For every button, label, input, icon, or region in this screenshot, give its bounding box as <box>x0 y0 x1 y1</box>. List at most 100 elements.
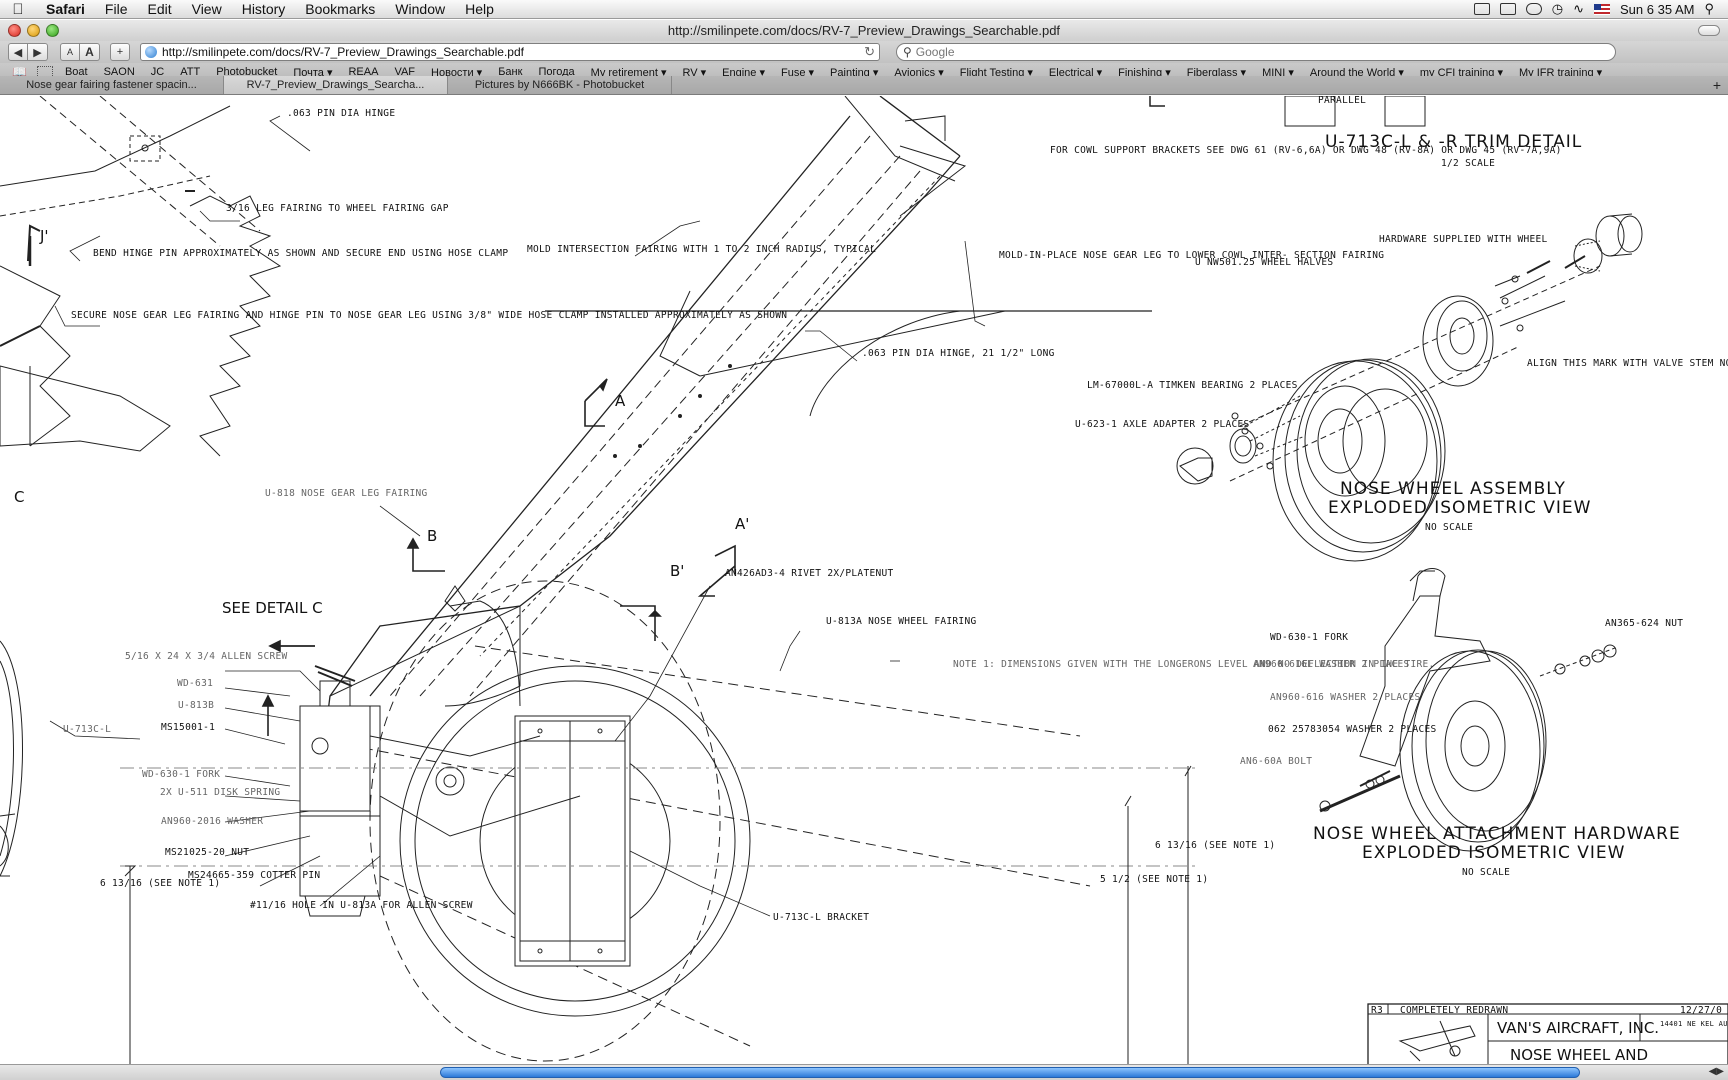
new-tab-button[interactable]: + <box>1712 77 1722 93</box>
bookmark-fuse[interactable]: Fuse ▾ <box>781 66 815 79</box>
section-a-prime: A' <box>735 515 749 533</box>
bookmark-jc[interactable]: JC <box>150 66 165 78</box>
label-note-1: NOTE 1: DIMENSIONS GIVEN WITH THE LONGER… <box>953 659 1435 670</box>
apple-menu-icon[interactable]:  <box>0 1 36 18</box>
font-smaller-button[interactable]: A <box>60 43 80 61</box>
attach-title-line-2: EXPLODED ISOMETRIC VIEW <box>1362 843 1625 863</box>
bookmark-pochta[interactable]: Почта ▾ <box>293 66 333 79</box>
bookmark-saon[interactable]: SAON <box>103 66 135 78</box>
menu-file[interactable]: File <box>104 1 128 17</box>
menu-view[interactable]: View <box>191 1 222 17</box>
display-icon[interactable] <box>1499 3 1516 15</box>
bookmark-finishing[interactable]: Finishing ▾ <box>1118 66 1171 79</box>
address-text: http://smilinpete.com/docs/RV-7_Preview_… <box>162 45 524 59</box>
bookmark-rv[interactable]: RV ▾ <box>682 66 707 79</box>
title-block <box>1367 1003 1728 1064</box>
tab-nose-gear-fairing[interactable]: Nose gear fairing fastener spacin... <box>0 76 224 94</box>
label-pin-hinge: .063 PIN DIA HINGE <box>287 108 395 119</box>
bookmark-novosti[interactable]: Новости ▾ <box>431 66 483 79</box>
mail-icon[interactable] <box>1473 3 1490 15</box>
bookmark-electrical[interactable]: Electrical ▾ <box>1048 66 1103 79</box>
menu-app-safari[interactable]: Safari <box>46 1 85 17</box>
label-parallel: PARALLEL <box>1318 96 1366 106</box>
minimize-window-button[interactable] <box>27 24 40 37</box>
menu-help[interactable]: Help <box>465 1 494 17</box>
bookmark-engine[interactable]: Engine ▾ <box>722 66 765 79</box>
horizontal-scrollbar[interactable]: ◀▶ <box>0 1064 1728 1080</box>
label-dim-left: 6 13/16 (SEE NOTE 1) <box>100 878 220 889</box>
toolbar-toggle-button[interactable] <box>1698 25 1720 36</box>
wifi-icon[interactable]: ∿ <box>1573 1 1585 16</box>
label-hole: #11/16 HOLE IN U-813A FOR ALLEN SCREW <box>250 900 473 911</box>
label-washer-062: 062 25783054 WASHER 2 PLACES <box>1268 724 1437 735</box>
back-button[interactable]: ◀ <box>8 43 28 61</box>
bookmark-mini[interactable]: MINI ▾ <box>1262 66 1294 79</box>
bookmark-bank[interactable]: Банк <box>498 66 523 78</box>
title-block-sheet-title: NOSE WHEEL AND <box>1510 1046 1648 1064</box>
label-leg-gap: 3/16 LEG FAIRING TO WHEEL FAIRING GAP <box>226 203 449 214</box>
bookmark-fiberglass[interactable]: Fiberglass ▾ <box>1186 66 1247 79</box>
upper-left-fairing-linework <box>0 96 282 457</box>
menu-history[interactable]: History <box>241 1 286 17</box>
section-markers <box>261 378 736 736</box>
menu-bookmarks[interactable]: Bookmarks <box>305 1 376 17</box>
font-larger-button[interactable]: A <box>80 43 100 61</box>
tab-photobucket[interactable]: Pictures by N666BK - Photobucket <box>448 76 672 94</box>
bookmark-ifr-training[interactable]: My IFR training ▾ <box>1519 66 1603 79</box>
title-block-address: 14401 NE KEL AURORA, OR 97002 USA <box>1660 1020 1728 1028</box>
input-flag-icon[interactable] <box>1594 3 1611 15</box>
search-field[interactable]: ⚲ Google <box>896 43 1616 61</box>
bookmark-boat[interactable]: Boat <box>64 66 88 78</box>
label-bracket: U-713C-L BRACKET <box>773 912 869 923</box>
time-machine-icon[interactable]: ◷ <box>1551 1 1564 16</box>
label-trim-title: U-713C-L & -R TRIM DETAIL <box>1325 132 1582 152</box>
reading-list-icon[interactable]: 📖 <box>12 65 27 79</box>
bookmark-flight-testing[interactable]: Flight Testing ▾ <box>959 66 1033 79</box>
bookmark-avionics[interactable]: Avionics ▾ <box>894 66 944 79</box>
label-washer-616l: AN960-616L WASHER 2 PLACES <box>1253 659 1410 670</box>
forward-button[interactable]: ▶ <box>28 43 48 61</box>
label-dim-right: 6 13/16 (SEE NOTE 1) <box>1155 840 1275 851</box>
search-placeholder: Google <box>915 45 955 59</box>
label-bolt: AN6-60A BOLT <box>1240 756 1312 767</box>
bookmark-my-retirement[interactable]: My retirement ▾ <box>590 66 667 79</box>
attach-title-line-1: NOSE WHEEL ATTACHMENT HARDWARE <box>1313 824 1681 844</box>
label-mold-intersection: MOLD INTERSECTION FAIRING WITH 1 TO 2 IN… <box>527 244 876 255</box>
tab-rv7-drawings[interactable]: RV-7_Preview_Drawings_Searcha... <box>224 76 448 94</box>
spotlight-icon[interactable]: ⚲ <box>1704 1 1714 16</box>
label-dim-mid: 5 1/2 (SEE NOTE 1) <box>1100 874 1208 885</box>
bookmark-photobucket[interactable]: Photobucket <box>216 66 278 78</box>
section-b-prime: B' <box>670 562 684 580</box>
bookmark-pogoda[interactable]: Погода <box>538 66 575 78</box>
pdf-viewer[interactable]: .063 PIN DIA HINGE 3/16 LEG FAIRING TO W… <box>0 96 1728 1064</box>
clock[interactable]: Sun 6 35 AM <box>1620 1 1695 17</box>
menu-window[interactable]: Window <box>395 1 446 17</box>
label-u713cl-left: U-713C-L <box>63 724 111 735</box>
scroll-arrows-icon[interactable]: ◀▶ <box>1708 1066 1724 1077</box>
tab-label: RV-7_Preview_Drawings_Searcha... <box>246 79 425 91</box>
drawing-callouts: .063 PIN DIA HINGE 3/16 LEG FAIRING TO W… <box>14 96 1728 1064</box>
label-wd630-fork: WD-630-1 FORK <box>142 769 220 780</box>
bookmark-att[interactable]: ATT <box>180 66 201 78</box>
label-wheel-halves: U NW501.25 WHEEL HALVES <box>1195 257 1333 268</box>
chat-icon[interactable] <box>1525 3 1542 15</box>
section-j-prime: J' <box>39 227 49 245</box>
menu-edit[interactable]: Edit <box>147 1 172 17</box>
bookmark-reaa[interactable]: REAA <box>348 66 379 78</box>
bookmark-around-the-world[interactable]: Around the World ▾ <box>1309 66 1404 79</box>
bookmark-painting[interactable]: Painting ▾ <box>830 66 879 79</box>
add-bookmark-button[interactable]: + <box>110 43 130 61</box>
attachment-hardware-drawing <box>1319 568 1617 852</box>
label-an960-washer: AN960-2016 WASHER <box>161 816 263 827</box>
search-icon: ⚲ <box>903 45 912 59</box>
label-align-mark: ALIGN THIS MARK WITH VALVE STEM NOTCH IN… <box>1527 358 1728 369</box>
bookmark-cfi-training[interactable]: my CFI training ▾ <box>1419 66 1503 79</box>
reload-icon[interactable]: ↻ <box>864 44 875 59</box>
bookmark-vaf[interactable]: VAF <box>394 66 416 78</box>
label-wd631: WD-631 <box>177 678 213 689</box>
zoom-window-button[interactable] <box>46 24 59 37</box>
close-window-button[interactable] <box>8 24 21 37</box>
scrollbar-thumb[interactable] <box>440 1067 1580 1078</box>
tab-label: Nose gear fairing fastener spacin... <box>26 79 197 91</box>
address-bar[interactable]: http://smilinpete.com/docs/RV-7_Preview_… <box>140 43 880 61</box>
